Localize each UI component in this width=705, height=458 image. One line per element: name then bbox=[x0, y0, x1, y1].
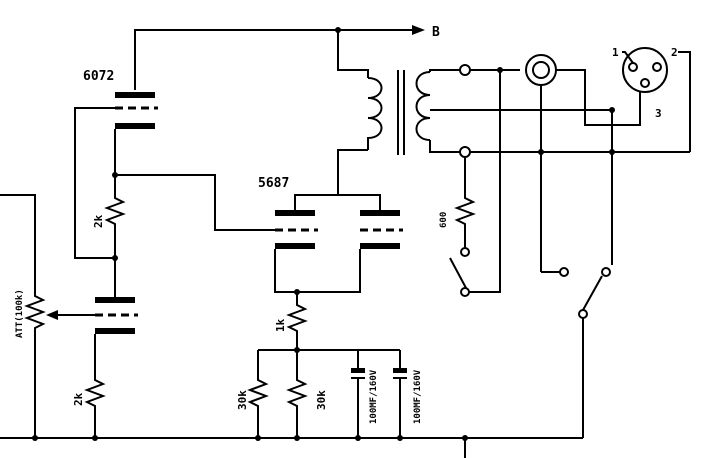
supply-label: B bbox=[432, 25, 440, 40]
attenuator-label: ATT(100k) bbox=[15, 289, 25, 338]
tube-5687 bbox=[274, 185, 403, 293]
cathode-resistor-1k bbox=[286, 289, 308, 353]
tube-6072-lower bbox=[94, 258, 138, 378]
tube-6072-upper bbox=[74, 92, 275, 259]
capacitor-left-label: 100MF/160V bbox=[369, 369, 379, 424]
resistor-2k-upper-label: 2k bbox=[92, 214, 105, 228]
termination-resistor-600 bbox=[449, 157, 476, 297]
resistor-30k-right bbox=[286, 350, 308, 438]
resistor-2k-lower bbox=[84, 378, 106, 438]
tube-6072-label: 6072 bbox=[83, 69, 114, 84]
attenuator-potentiometer bbox=[0, 194, 95, 438]
resistor-30k-right-label: 30k bbox=[315, 390, 328, 410]
capacitor-right-label: 100MF/160V bbox=[413, 369, 423, 424]
capacitor-left bbox=[351, 350, 365, 438]
output-top-line bbox=[459, 64, 520, 293]
cathode-resistor-1k-label: 1k bbox=[274, 318, 287, 332]
resistor-30k-left-label: 30k bbox=[236, 390, 249, 410]
resistor-30k-left bbox=[247, 350, 269, 438]
output-transformer bbox=[337, 69, 612, 185]
termination-resistor-label: 600 bbox=[439, 212, 449, 228]
tube-5687-label: 5687 bbox=[258, 176, 289, 191]
resistor-2k-upper bbox=[104, 175, 126, 261]
resistor-2k-lower-label: 2k bbox=[72, 392, 85, 406]
xlr-pin1-label: 1 bbox=[612, 46, 619, 59]
xlr-pin2-label: 2 bbox=[671, 46, 678, 59]
xlr-pin3-label: 3 bbox=[655, 107, 662, 120]
phone-jack bbox=[525, 54, 641, 277]
ground-bus bbox=[0, 318, 584, 458]
output-selector-switch bbox=[578, 267, 611, 319]
xlr-connector bbox=[609, 47, 668, 265]
b-plus-supply-line bbox=[134, 25, 425, 90]
capacitor-right bbox=[393, 350, 407, 438]
